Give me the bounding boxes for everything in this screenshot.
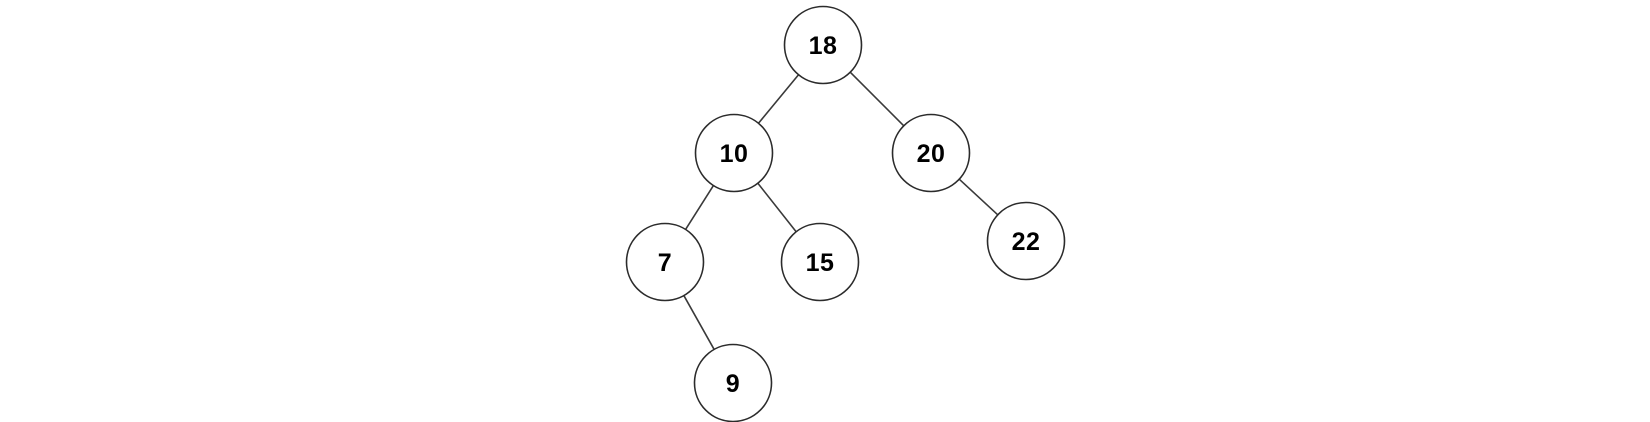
tree-node[interactable]: 22 bbox=[986, 201, 1066, 281]
tree-node[interactable]: 10 bbox=[694, 113, 774, 193]
node-label: 18 bbox=[809, 32, 838, 60]
tree-edge bbox=[684, 184, 715, 231]
tree-edge bbox=[757, 182, 797, 233]
tree-edge bbox=[683, 294, 715, 351]
node-circle bbox=[780, 222, 860, 302]
tree-node[interactable]: 7 bbox=[625, 222, 705, 302]
node-circle bbox=[891, 113, 971, 193]
node-circle bbox=[694, 113, 774, 193]
tree-node[interactable]: 20 bbox=[891, 113, 971, 193]
node-circle bbox=[625, 222, 705, 302]
tree-node[interactable]: 15 bbox=[780, 222, 860, 302]
tree-edge bbox=[757, 73, 800, 125]
tree-node[interactable]: 9 bbox=[693, 343, 773, 422]
node-label: 9 bbox=[726, 370, 740, 398]
node-label: 10 bbox=[720, 140, 749, 168]
node-circle bbox=[986, 201, 1066, 281]
nodes-layer: 18 10 20 7 15 22 9 bbox=[625, 5, 1066, 422]
node-label: 20 bbox=[917, 140, 946, 168]
tree-node[interactable]: 18 bbox=[783, 5, 863, 85]
edges-layer bbox=[683, 71, 999, 351]
tree-edge bbox=[849, 71, 905, 127]
node-label: 22 bbox=[1012, 228, 1041, 256]
node-label: 15 bbox=[806, 249, 835, 277]
node-label: 7 bbox=[658, 249, 672, 277]
tree-edge bbox=[958, 178, 999, 216]
node-circle bbox=[783, 5, 863, 85]
